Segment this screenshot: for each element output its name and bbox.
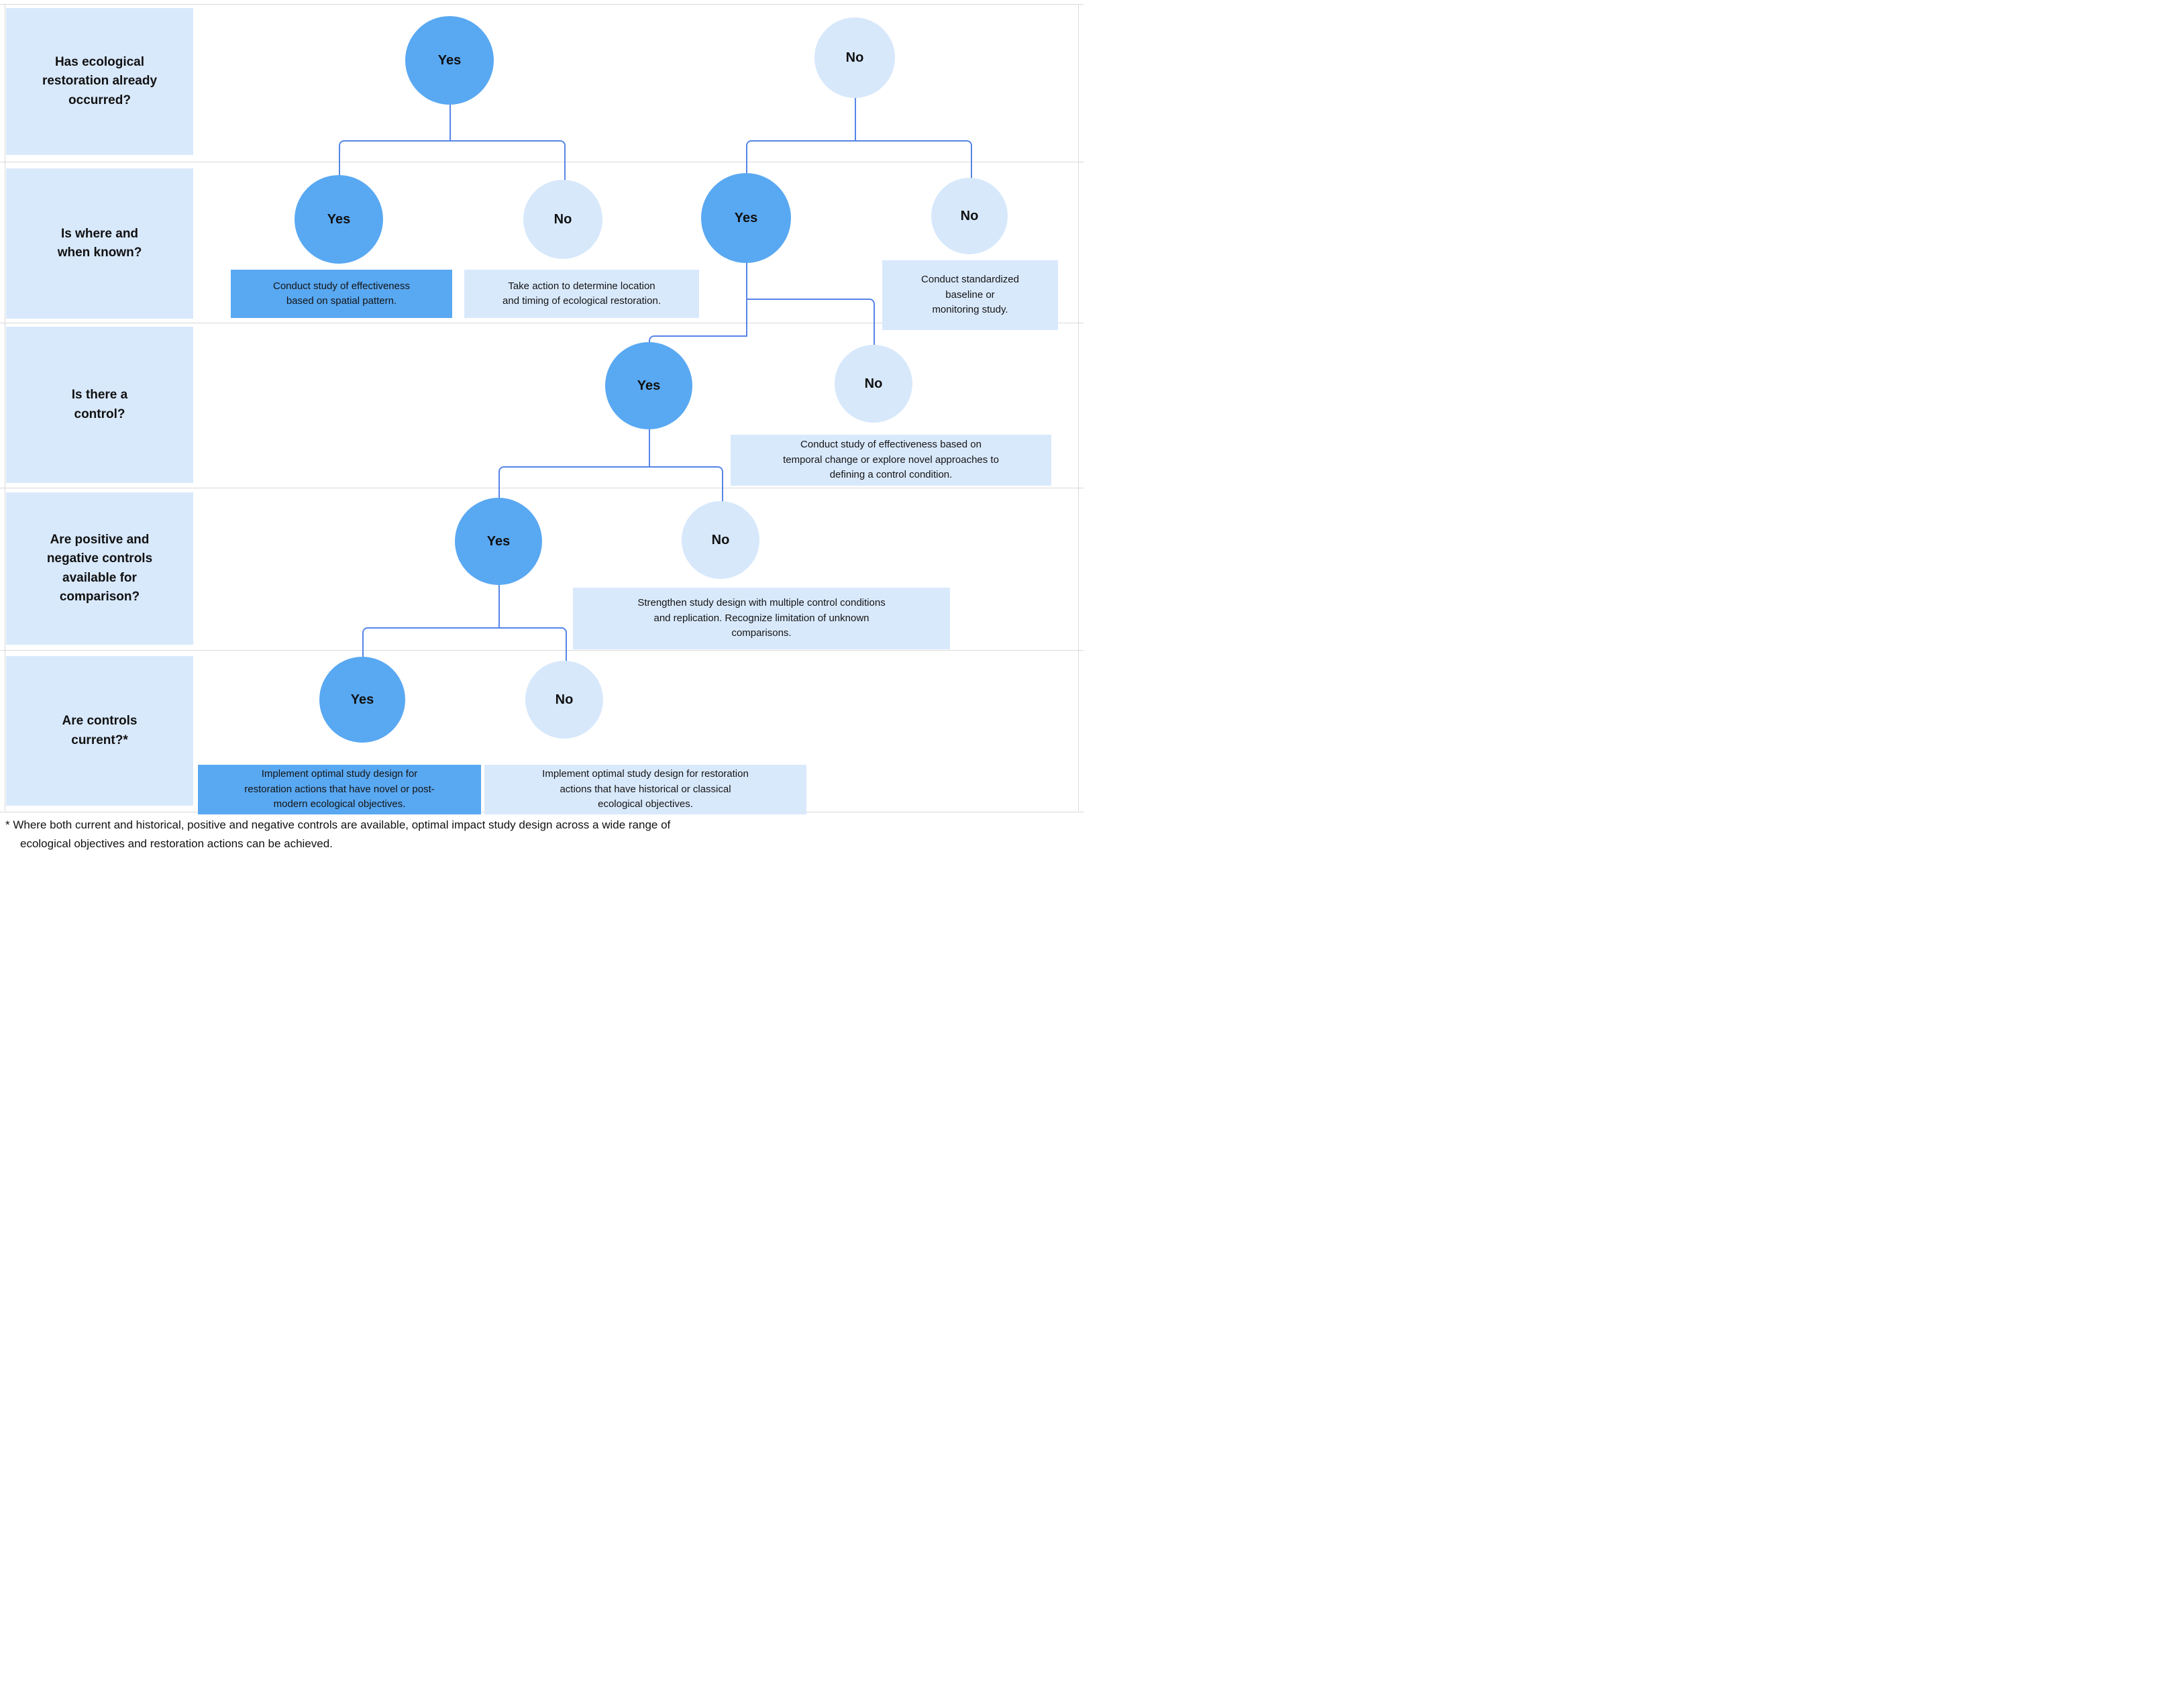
- connector-r1yes-stem: [450, 105, 451, 140]
- node-r3-no: No: [835, 345, 912, 423]
- connector-r2yes-stem: [746, 263, 747, 299]
- connector-r1no-branch: [746, 140, 972, 184]
- node-r2-yes-right: Yes: [701, 173, 791, 263]
- node-r5-no: No: [525, 661, 603, 739]
- grid-line-right: [1078, 4, 1079, 811]
- connector-r3yes-branch: [498, 466, 723, 506]
- connector-r2yes-right-elbow: [746, 299, 875, 350]
- action-box-historical-objectives: Implement optimal study design for resto…: [484, 765, 806, 814]
- action-box-novel-objectives: Implement optimal study design for resto…: [198, 765, 481, 814]
- node-r2-yes-left: Yes: [295, 175, 383, 264]
- action-box-strengthen-design: Strengthen study design with multiple co…: [573, 588, 950, 649]
- connector-r1yes-branch: [339, 140, 566, 184]
- connector-r2yes-stem2: [746, 299, 747, 335]
- node-r5-yes: Yes: [319, 657, 405, 743]
- action-box-temporal-change: Conduct study of effectiveness based on …: [731, 435, 1051, 486]
- row-separator-4: [0, 650, 1084, 651]
- connector-r4yes-stem: [498, 585, 500, 627]
- node-r2-no-right: No: [931, 178, 1008, 254]
- connector-r1no-stem: [855, 98, 856, 140]
- node-r1-no: No: [814, 17, 895, 98]
- question-cell-5: Are controls current?*: [6, 656, 193, 806]
- action-box-spatial-pattern: Conduct study of effectiveness based on …: [231, 270, 452, 318]
- connector-r4yes-branch: [362, 627, 567, 665]
- question-cell-4: Are positive and negative controls avail…: [6, 492, 193, 645]
- node-r4-yes: Yes: [455, 498, 542, 585]
- node-r2-no-left: No: [523, 180, 602, 259]
- decision-tree-diagram: Has ecological restoration already occur…: [0, 0, 1084, 854]
- node-r4-no: No: [682, 501, 759, 579]
- question-cell-2: Is where and when known?: [6, 168, 193, 319]
- connector-r3yes-stem: [649, 429, 650, 466]
- node-r3-yes: Yes: [605, 342, 692, 429]
- action-box-baseline-monitoring: Conduct standardized baseline or monitor…: [882, 260, 1058, 330]
- action-box-determine-location: Take action to determine location and ti…: [464, 270, 699, 318]
- footnote: * Where both current and historical, pos…: [5, 818, 671, 850]
- question-cell-3: Is there a control?: [6, 327, 193, 483]
- node-r1-yes: Yes: [405, 16, 494, 105]
- question-cell-1: Has ecological restoration already occur…: [6, 8, 193, 155]
- grid-line-top: [0, 4, 1084, 5]
